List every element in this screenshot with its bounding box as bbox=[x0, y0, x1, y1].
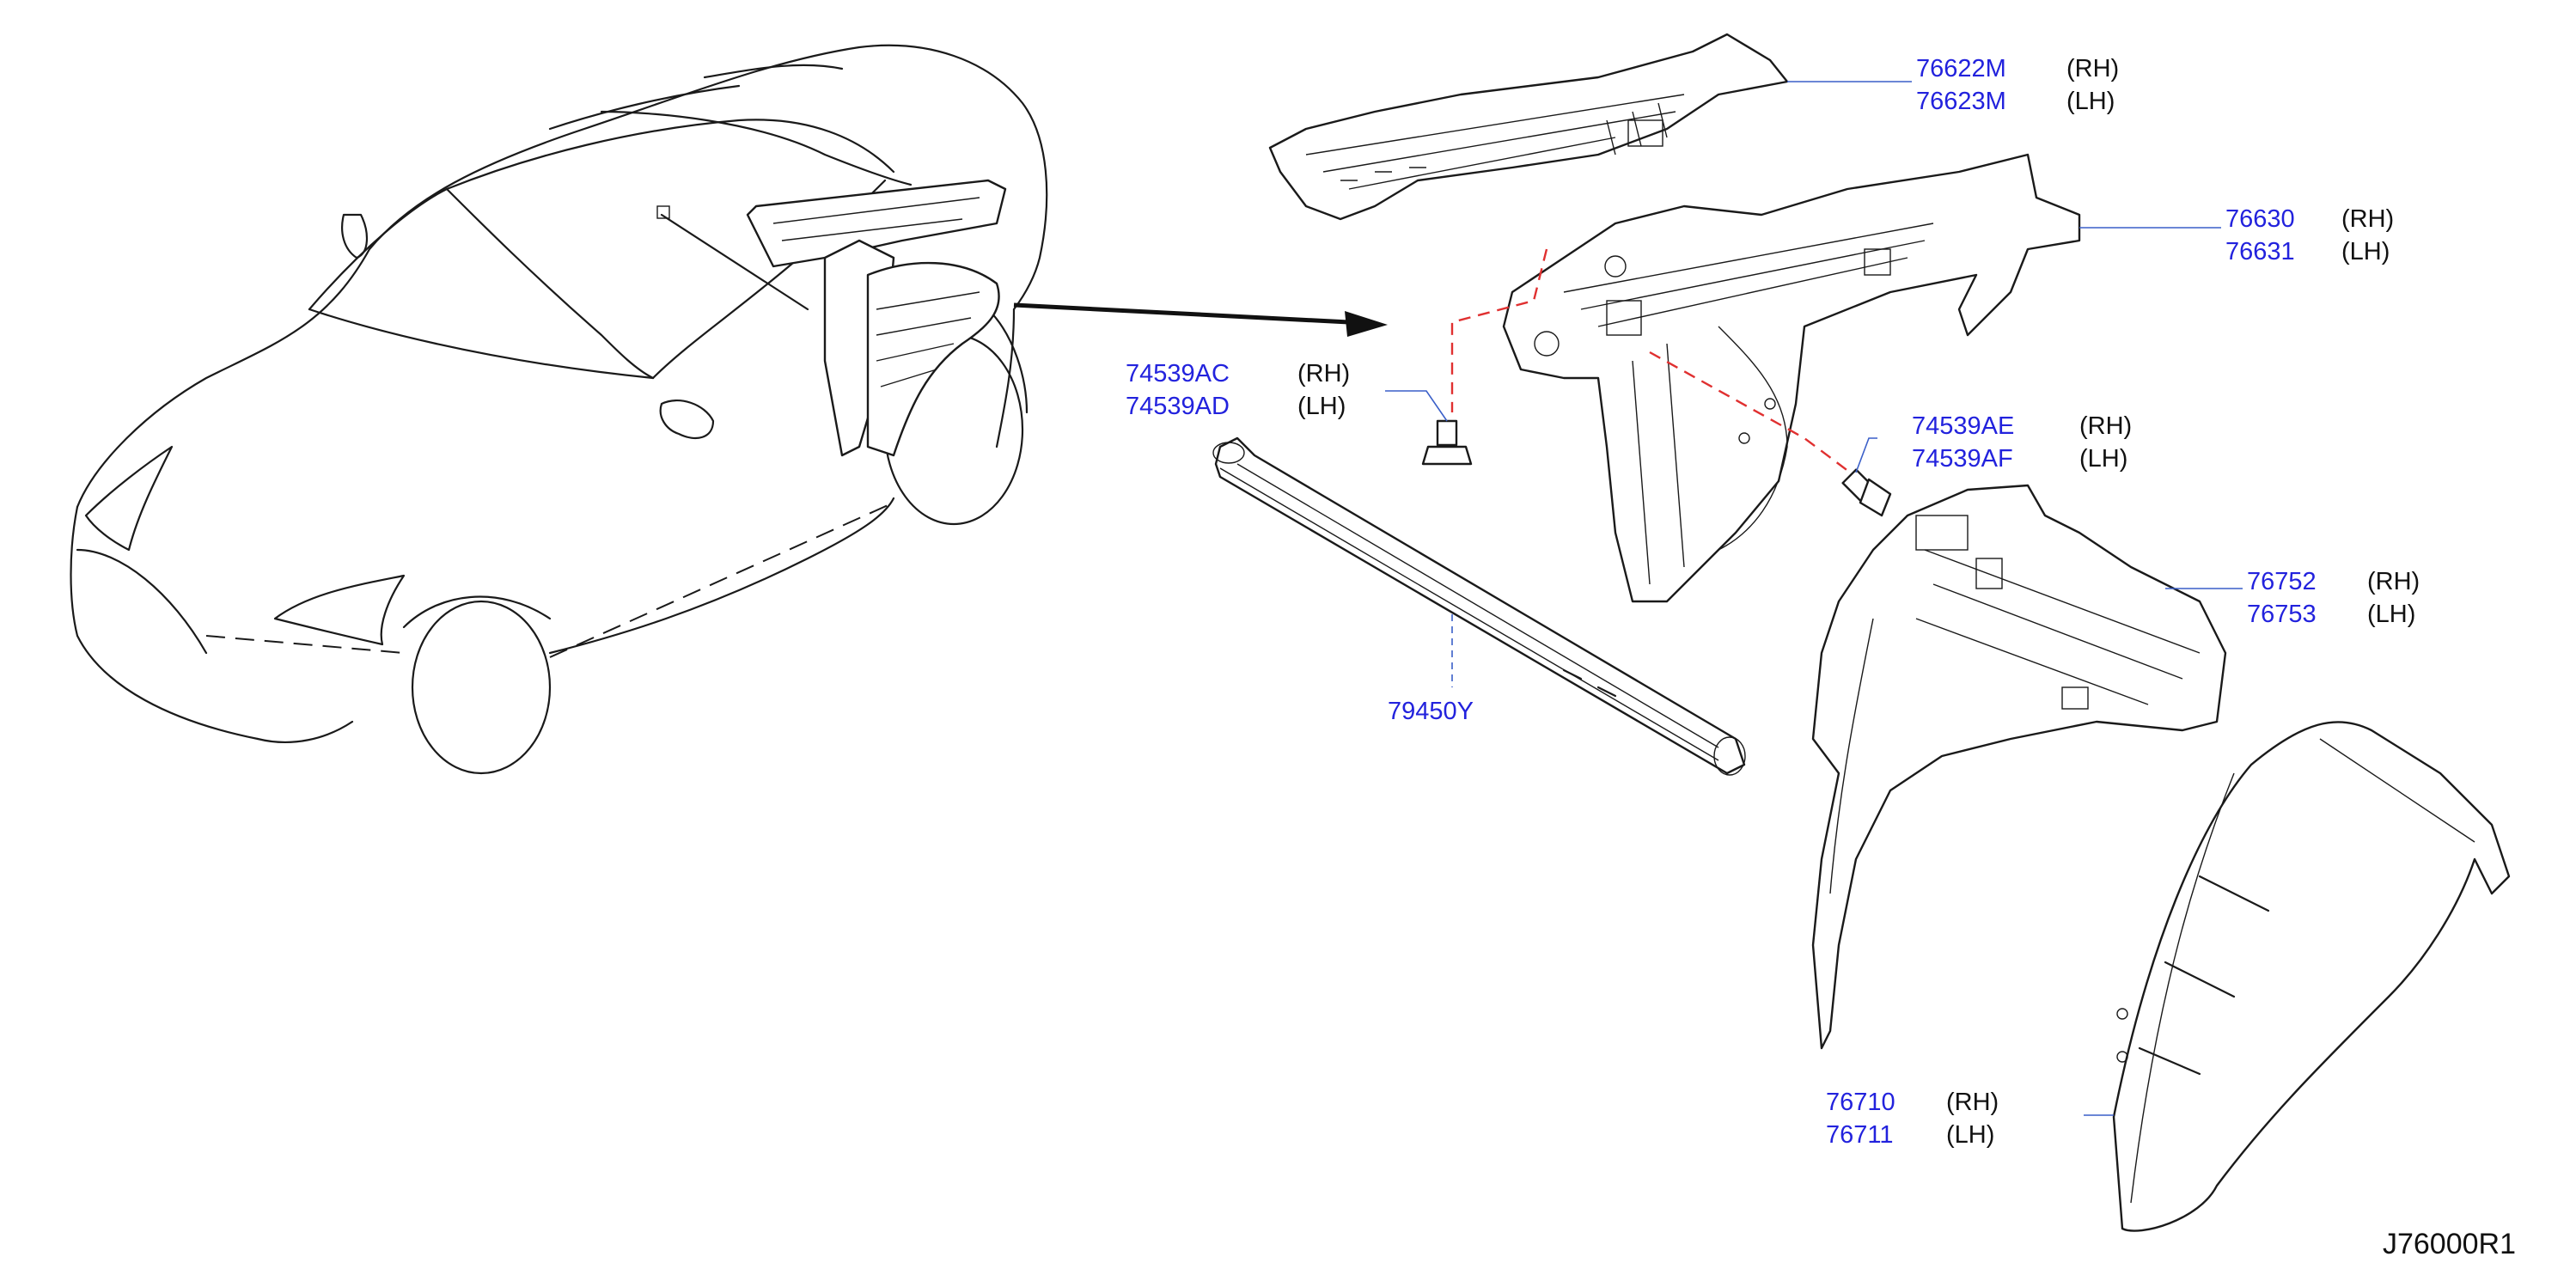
side-label-rh: (RH) bbox=[1297, 360, 1351, 387]
side-label-rh: (RH) bbox=[2066, 55, 2120, 82]
bolt-left-icon bbox=[1421, 419, 1473, 466]
part-number-rh[interactable]: 76630 bbox=[2225, 205, 2295, 233]
part-number-rh[interactable]: 76752 bbox=[2247, 568, 2317, 595]
part-number[interactable]: 79450Y bbox=[1388, 698, 1474, 725]
part-number-rh[interactable]: 76622M bbox=[1916, 55, 2006, 82]
part-number-lh[interactable]: 76631 bbox=[2225, 238, 2295, 265]
fastener-guides bbox=[1450, 248, 1857, 478]
outer-housing-part bbox=[2112, 721, 2511, 1232]
part-number-lh[interactable]: 76711 bbox=[1826, 1121, 1894, 1149]
car-structure-highlight bbox=[656, 179, 1007, 457]
tube-part bbox=[1212, 436, 1746, 776]
side-label-rh: (RH) bbox=[2341, 205, 2395, 233]
side-label-lh: (LH) bbox=[1946, 1121, 1995, 1149]
side-label-lh: (LH) bbox=[1297, 393, 1346, 420]
side-label-lh: (LH) bbox=[2367, 601, 2416, 628]
part-number-lh[interactable]: 76623M bbox=[1916, 88, 2006, 115]
upper-rail-part bbox=[1268, 33, 1789, 221]
inner-housing-part bbox=[1811, 484, 2227, 1050]
part-number-lh[interactable]: 76753 bbox=[2247, 601, 2317, 628]
part-number-rh[interactable]: 74539AC bbox=[1126, 360, 1230, 387]
side-label-lh: (LH) bbox=[2079, 445, 2128, 473]
inner-panel-part bbox=[1502, 153, 2081, 603]
side-label-rh: (RH) bbox=[2367, 568, 2420, 595]
diagram-code: J76000R1 bbox=[2382, 1228, 2516, 1260]
pointer-arrow bbox=[1013, 302, 1388, 337]
side-label-rh: (RH) bbox=[2079, 412, 2133, 440]
side-label-lh: (LH) bbox=[2066, 88, 2115, 115]
part-number-lh[interactable]: 74539AF bbox=[1912, 445, 2013, 473]
part-number-rh[interactable]: 74539AE bbox=[1912, 412, 2015, 440]
part-number-rh[interactable]: 76710 bbox=[1826, 1089, 1895, 1116]
leader-lines bbox=[1385, 81, 2243, 1116]
side-label-rh: (RH) bbox=[1946, 1089, 1999, 1116]
side-label-lh: (LH) bbox=[2341, 238, 2390, 265]
part-number-lh[interactable]: 74539AD bbox=[1126, 393, 1230, 420]
bolt-right-icon bbox=[1841, 468, 1892, 517]
